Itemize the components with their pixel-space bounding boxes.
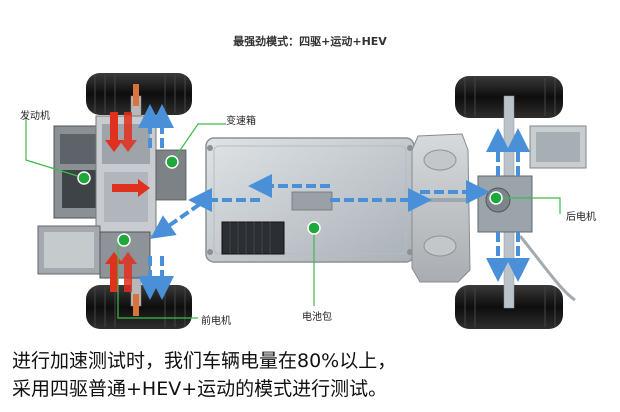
engine-block <box>53 115 187 237</box>
engine-marker-green-dot-icon <box>77 171 91 185</box>
front-motor-label: 前电机 <box>201 316 231 327</box>
diagram-title: 最强劲模式：四驱+运动+HEV <box>233 35 387 48</box>
front-left-cv-boot <box>133 84 139 106</box>
rear-motor-label: 后电机 <box>566 212 596 223</box>
gearbox-marker-green-dot-icon <box>165 155 179 169</box>
gearbox-label: 变速箱 <box>226 116 256 127</box>
leader-lines <box>25 118 561 319</box>
fuel-tank <box>411 133 471 283</box>
engine-label: 发动机 <box>20 111 50 122</box>
rear-motor-marker-green-dot-icon <box>489 191 503 205</box>
battery-label: 电池包 <box>302 312 332 323</box>
front-right-cv-boot <box>133 294 139 316</box>
front-motor-marker-green-dot-icon <box>117 233 131 247</box>
front-motor-unit <box>37 225 151 279</box>
caption-line-1: 进行加速测试时，我们车辆电量在80%以上， <box>12 350 397 372</box>
battery-marker-green-dot-icon <box>307 221 321 235</box>
electric-power-arrows <box>138 104 530 300</box>
caption-line-2: 采用四驱普通+HEV+运动的模式进行测试。 <box>12 378 388 400</box>
